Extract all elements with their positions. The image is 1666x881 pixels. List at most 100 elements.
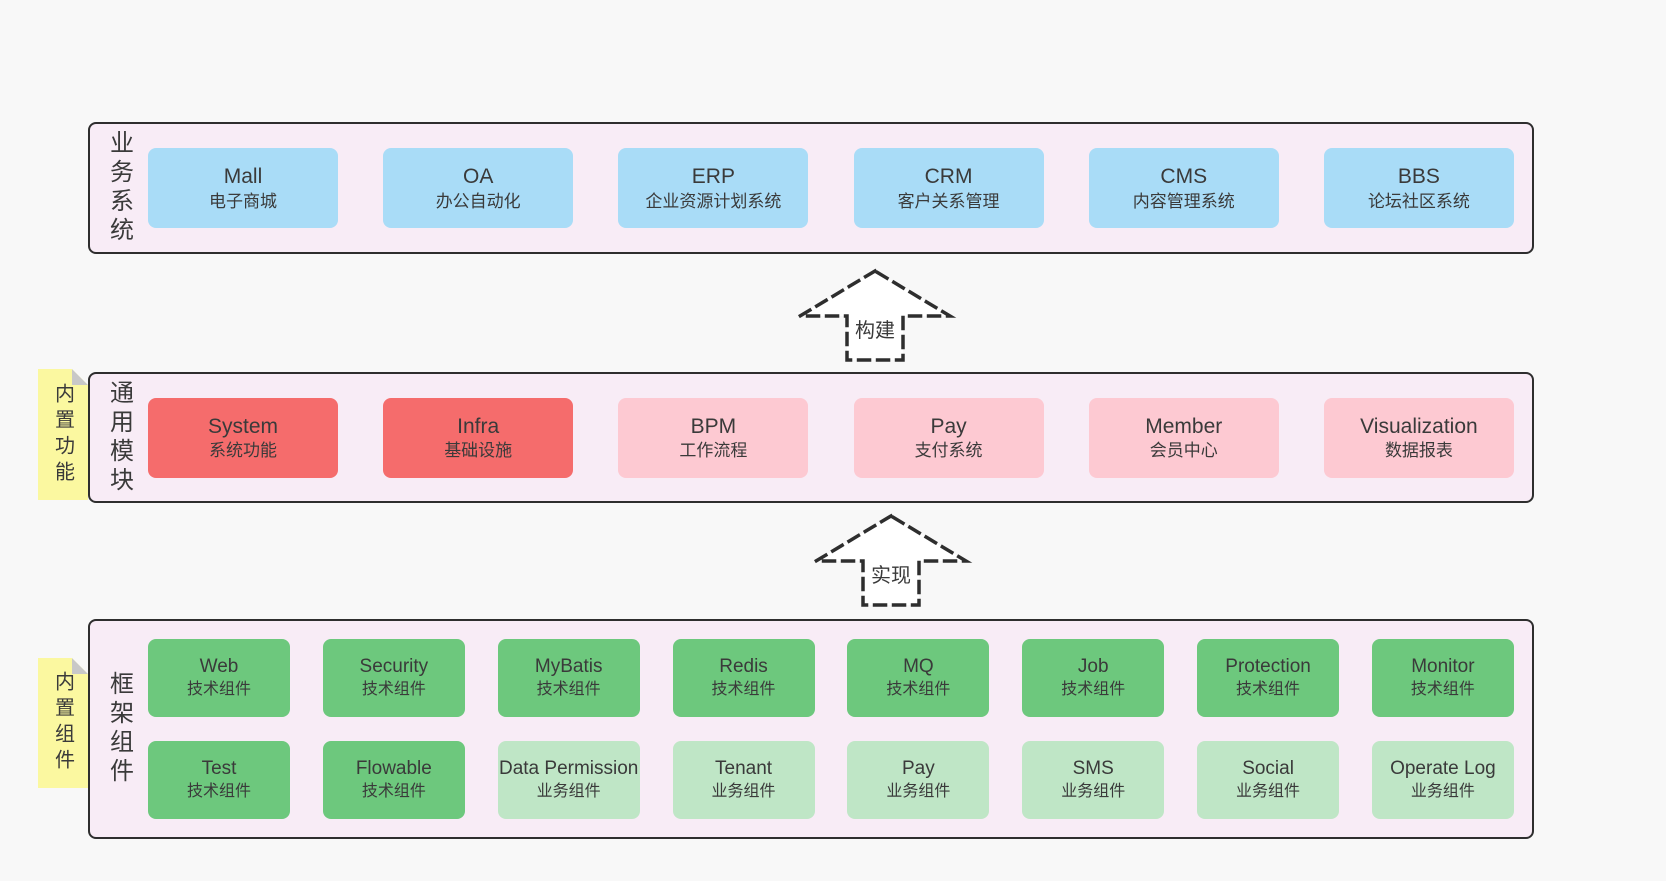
box-name: OA <box>463 165 494 189</box>
box-desc: 业务组件 <box>1410 782 1475 800</box>
box-desc: 论坛社区系统 <box>1367 191 1470 211</box>
box-name: Mall <box>223 165 263 189</box>
up-arrow-build: 构建 <box>790 268 960 363</box>
box-social: Social 业务组件 <box>1197 741 1340 819</box>
box-desc: 业务组件 <box>536 782 601 800</box>
sticky-text: 内置功能 <box>51 382 74 487</box>
box-bpm: BPM 工作流程 <box>618 397 809 478</box>
component-rows: Web 技术组件 Security 技术组件 MyBatis 技术组件 Redi… <box>148 621 1532 837</box>
box-name: Infra <box>457 414 500 438</box>
band-label-modules: 通用模块 <box>105 379 133 496</box>
box-desc: 技术组件 <box>361 782 426 800</box>
box-desc: 业务组件 <box>711 782 776 800</box>
box-name: Pay <box>902 758 935 780</box>
band-label-components: 框架组件 <box>105 671 133 787</box>
box-desc: 技术组件 <box>536 680 601 698</box>
component-row-1: Web 技术组件 Security 技术组件 MyBatis 技术组件 Redi… <box>148 639 1514 717</box>
box-desc: 会员中心 <box>1149 441 1218 461</box>
box-name: SMS <box>1072 758 1114 780</box>
box-name: BPM <box>690 414 737 438</box>
box-monitor: Monitor 技术组件 <box>1371 639 1514 717</box>
module-boxes-row: System 系统功能 Infra 基础设施 BPM 工作流程 Pay 支付系统… <box>148 374 1532 501</box>
box-security: Security 技术组件 <box>322 639 465 717</box>
box-desc: 内容管理系统 <box>1132 191 1235 211</box>
box-desc: 电子商城 <box>209 191 277 211</box>
band-common-modules: 通用模块 System 系统功能 Infra 基础设施 BPM 工作流程 Pay… <box>88 372 1534 503</box>
box-name: Member <box>1145 414 1223 438</box>
box-mall: Mall 电子商城 <box>148 148 338 228</box>
box-cms: CMS 内容管理系统 <box>1088 148 1279 228</box>
box-name: BBS <box>1397 165 1440 189</box>
box-desc: 工作流程 <box>679 441 748 461</box>
box-pay-module: Pay 支付系统 <box>853 397 1044 478</box>
box-system: System 系统功能 <box>148 397 338 478</box>
box-name: Data Permission <box>498 758 639 780</box>
box-visualization: Visualization 数据报表 <box>1323 397 1514 478</box>
band-business-systems: 业务系统 Mall 电子商城 OA 办公自动化 ERP 企业资源计划系统 CRM… <box>88 122 1534 254</box>
box-desc: 技术组件 <box>186 680 251 698</box>
box-name: Social <box>1242 758 1294 780</box>
box-job: Job 技术组件 <box>1022 639 1165 717</box>
band-framework-components: 框架组件 Web 技术组件 Security 技术组件 MyBatis 技术组件… <box>88 619 1534 839</box>
folded-corner-icon <box>72 369 88 385</box>
box-desc: 业务组件 <box>886 782 951 800</box>
box-desc: 支付系统 <box>914 441 983 461</box>
arrow-build-label: 构建 <box>852 314 898 343</box>
up-arrow-implement: 实现 <box>806 513 976 608</box>
box-erp: ERP 企业资源计划系统 <box>618 148 809 228</box>
box-test: Test 技术组件 <box>148 741 290 819</box>
box-name: Redis <box>719 656 768 678</box>
box-desc: 技术组件 <box>186 782 251 800</box>
folded-corner-icon <box>72 658 88 674</box>
box-desc: 客户关系管理 <box>897 191 1000 211</box>
box-sms: SMS 业务组件 <box>1022 741 1165 819</box>
box-name: Operate Log <box>1390 758 1496 780</box>
box-web: Web 技术组件 <box>148 639 290 717</box>
box-flowable: Flowable 技术组件 <box>322 741 465 819</box>
box-desc: 数据报表 <box>1384 441 1453 461</box>
box-infra: Infra 基础设施 <box>383 397 574 478</box>
box-desc: 基础设施 <box>444 441 513 461</box>
box-desc: 技术组件 <box>711 680 776 698</box>
box-name: Security <box>359 656 429 678</box>
box-desc: 系统功能 <box>209 441 277 461</box>
sticky-text: 内置组件 <box>51 671 74 775</box>
box-name: Web <box>199 656 239 678</box>
box-name: ERP <box>691 165 735 189</box>
box-name: Visualization <box>1360 414 1478 438</box>
box-desc: 技术组件 <box>361 680 426 698</box>
box-desc: 业务组件 <box>1061 782 1126 800</box>
box-operate-log: Operate Log 业务组件 <box>1371 741 1514 819</box>
box-name: MyBatis <box>534 656 603 678</box>
box-desc: 业务组件 <box>1236 782 1301 800</box>
box-desc: 技术组件 <box>1061 680 1126 698</box>
box-name: Monitor <box>1411 656 1475 678</box>
box-name: System <box>207 414 278 438</box>
box-name: CRM <box>924 165 973 189</box>
sticky-note-builtin-components: 内置组件 <box>38 658 88 788</box>
box-name: Job <box>1077 656 1109 678</box>
band-label-business: 业务系统 <box>105 130 133 246</box>
sticky-note-builtin-functions: 内置功能 <box>38 369 88 500</box>
box-name: Test <box>201 758 237 780</box>
component-row-2: Test 技术组件 Flowable 技术组件 Data Permission … <box>148 741 1514 819</box>
box-bbs: BBS 论坛社区系统 <box>1323 148 1514 228</box>
box-oa: OA 办公自动化 <box>383 148 574 228</box>
business-boxes-row: Mall 电子商城 OA 办公自动化 ERP 企业资源计划系统 CRM 客户关系… <box>148 124 1532 252</box>
box-desc: 技术组件 <box>886 680 951 698</box>
box-name: MQ <box>903 656 934 678</box>
box-member: Member 会员中心 <box>1088 397 1279 478</box>
box-pay-component: Pay 业务组件 <box>847 741 990 819</box>
box-crm: CRM 客户关系管理 <box>853 148 1044 228</box>
box-mq: MQ 技术组件 <box>847 639 990 717</box>
box-name: Tenant <box>715 758 773 780</box>
box-desc: 企业资源计划系统 <box>645 191 782 211</box>
box-protection: Protection 技术组件 <box>1197 639 1340 717</box>
box-name: Pay <box>930 414 967 438</box>
box-redis: Redis 技术组件 <box>672 639 815 717</box>
box-name: Protection <box>1225 656 1311 678</box>
box-desc: 技术组件 <box>1236 680 1301 698</box>
arrow-implement-label: 实现 <box>868 559 914 588</box>
box-name: CMS <box>1160 165 1208 189</box>
box-desc: 技术组件 <box>1410 680 1475 698</box>
